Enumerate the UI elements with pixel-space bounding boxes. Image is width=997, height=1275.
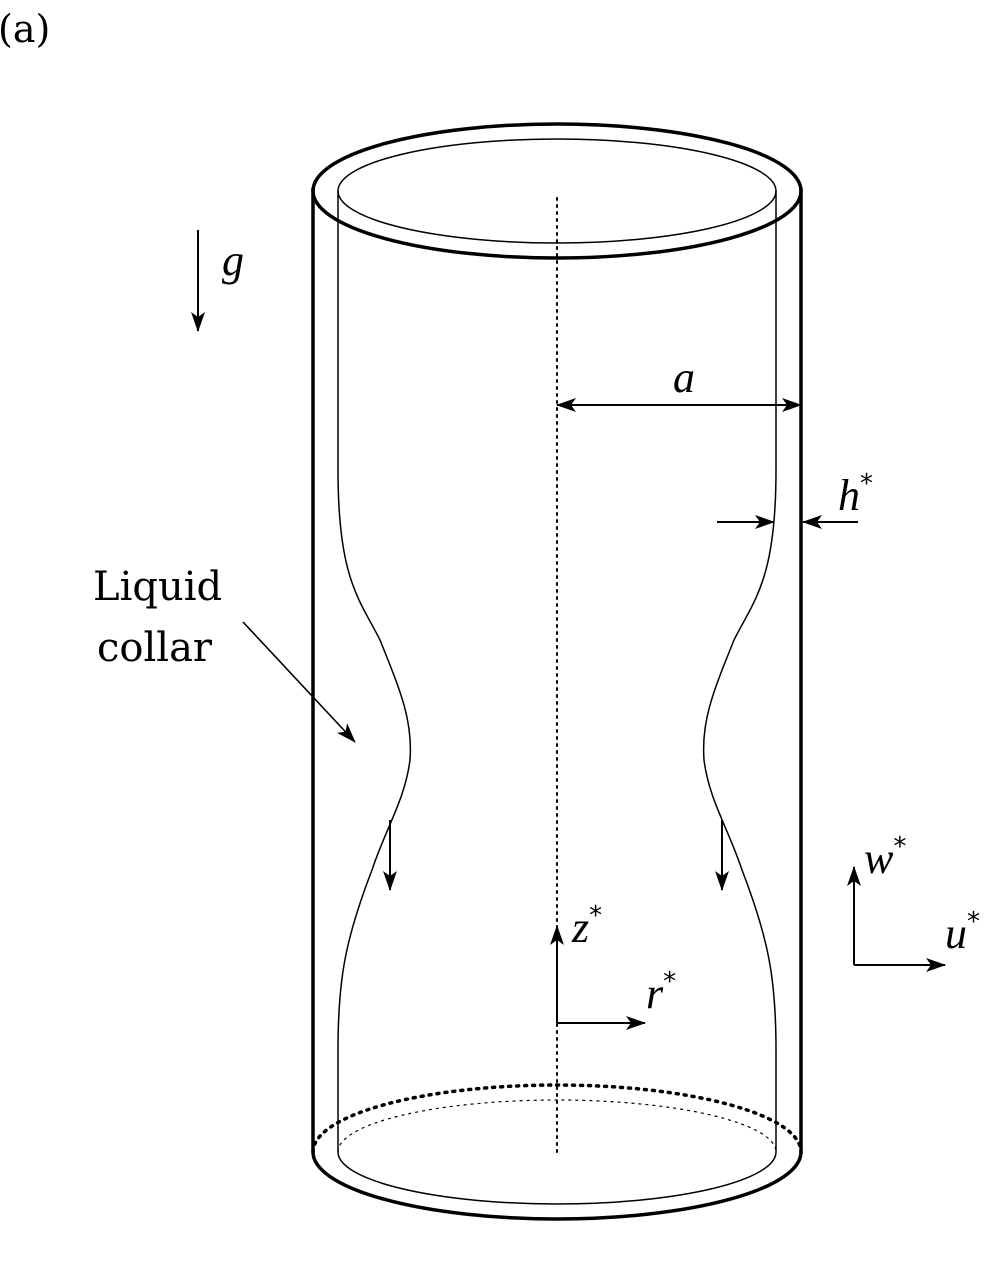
z-axis-label: z* bbox=[571, 901, 602, 952]
film-interface-right bbox=[702, 191, 777, 1152]
film-interface-left bbox=[337, 191, 412, 1152]
tube bbox=[311, 122, 803, 1221]
velocity-axes: w* u* bbox=[847, 832, 980, 972]
collar-label-line1: Liquid bbox=[93, 564, 222, 610]
radius-label: a bbox=[673, 353, 695, 402]
u-velocity-label: u* bbox=[945, 907, 980, 958]
gravity-label: g bbox=[222, 236, 244, 285]
tube-top-rim-outer bbox=[311, 122, 803, 260]
film-thickness-dimension: h* bbox=[717, 469, 873, 529]
gravity-indicator: g bbox=[191, 230, 244, 332]
collar-pointer-arrow bbox=[242, 621, 356, 743]
film-thickness-label: h* bbox=[838, 469, 873, 520]
collar-label-line2: collar bbox=[97, 625, 213, 671]
coordinate-axes: z* r* bbox=[550, 901, 676, 1030]
tube-bottom-rim-inner-front bbox=[337, 1151, 777, 1205]
tube-bottom-rim-outer-front bbox=[311, 1151, 803, 1221]
collar-annotation: Liquid collar bbox=[93, 564, 356, 743]
w-velocity-label: w* bbox=[864, 832, 906, 883]
tube-bottom-rim-outer-back bbox=[311, 1083, 803, 1154]
panel-label: (a) bbox=[0, 7, 50, 51]
radius-dimension: a bbox=[556, 353, 802, 412]
r-axis-label: r* bbox=[646, 967, 676, 1018]
